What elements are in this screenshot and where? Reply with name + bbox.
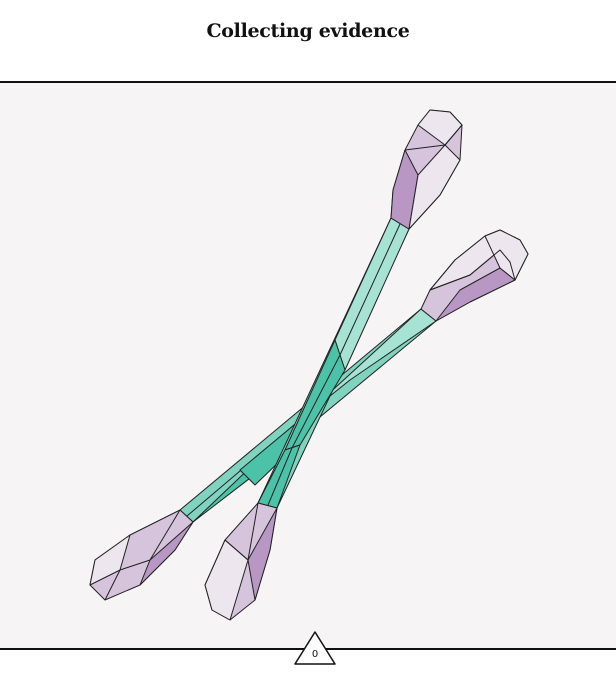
swab-a-upper-tip-facet-3: [484, 229, 529, 281]
swab-b-lower-tip-facet-2: [204, 539, 249, 621]
swab-b-lower-tip-line: [224, 502, 259, 561]
swab-a-lower-tip-facet-2: [89, 534, 131, 586]
swab-a[interactable]: [89, 229, 529, 601]
swab-b-lower-tip-facet-1: [247, 507, 278, 601]
swab-scene: [89, 109, 529, 621]
game-stage[interactable]: [0, 83, 616, 648]
swab-b-upper-tip-facet-2: [417, 109, 463, 146]
swab-a-lower-tip-facet-1: [139, 521, 194, 586]
triangle-icon: [294, 631, 336, 665]
swab-b-upper-tip-facet-1: [390, 149, 419, 230]
swab-b-upper-tip-facet-3: [408, 144, 461, 230]
swab-b-upper-tip-line: [404, 124, 463, 151]
swab-b[interactable]: [204, 109, 463, 621]
header-bar: Collecting evidence: [0, 0, 616, 83]
swab-a-upper-tip-line: [429, 249, 516, 291]
counter-badge: 0: [293, 630, 337, 666]
swab-b-stick-facet-line: [267, 223, 401, 506]
swab-a-lower-tip-line: [104, 509, 181, 601]
counter-value: 0: [311, 649, 319, 660]
page-title: Collecting evidence: [206, 20, 410, 42]
